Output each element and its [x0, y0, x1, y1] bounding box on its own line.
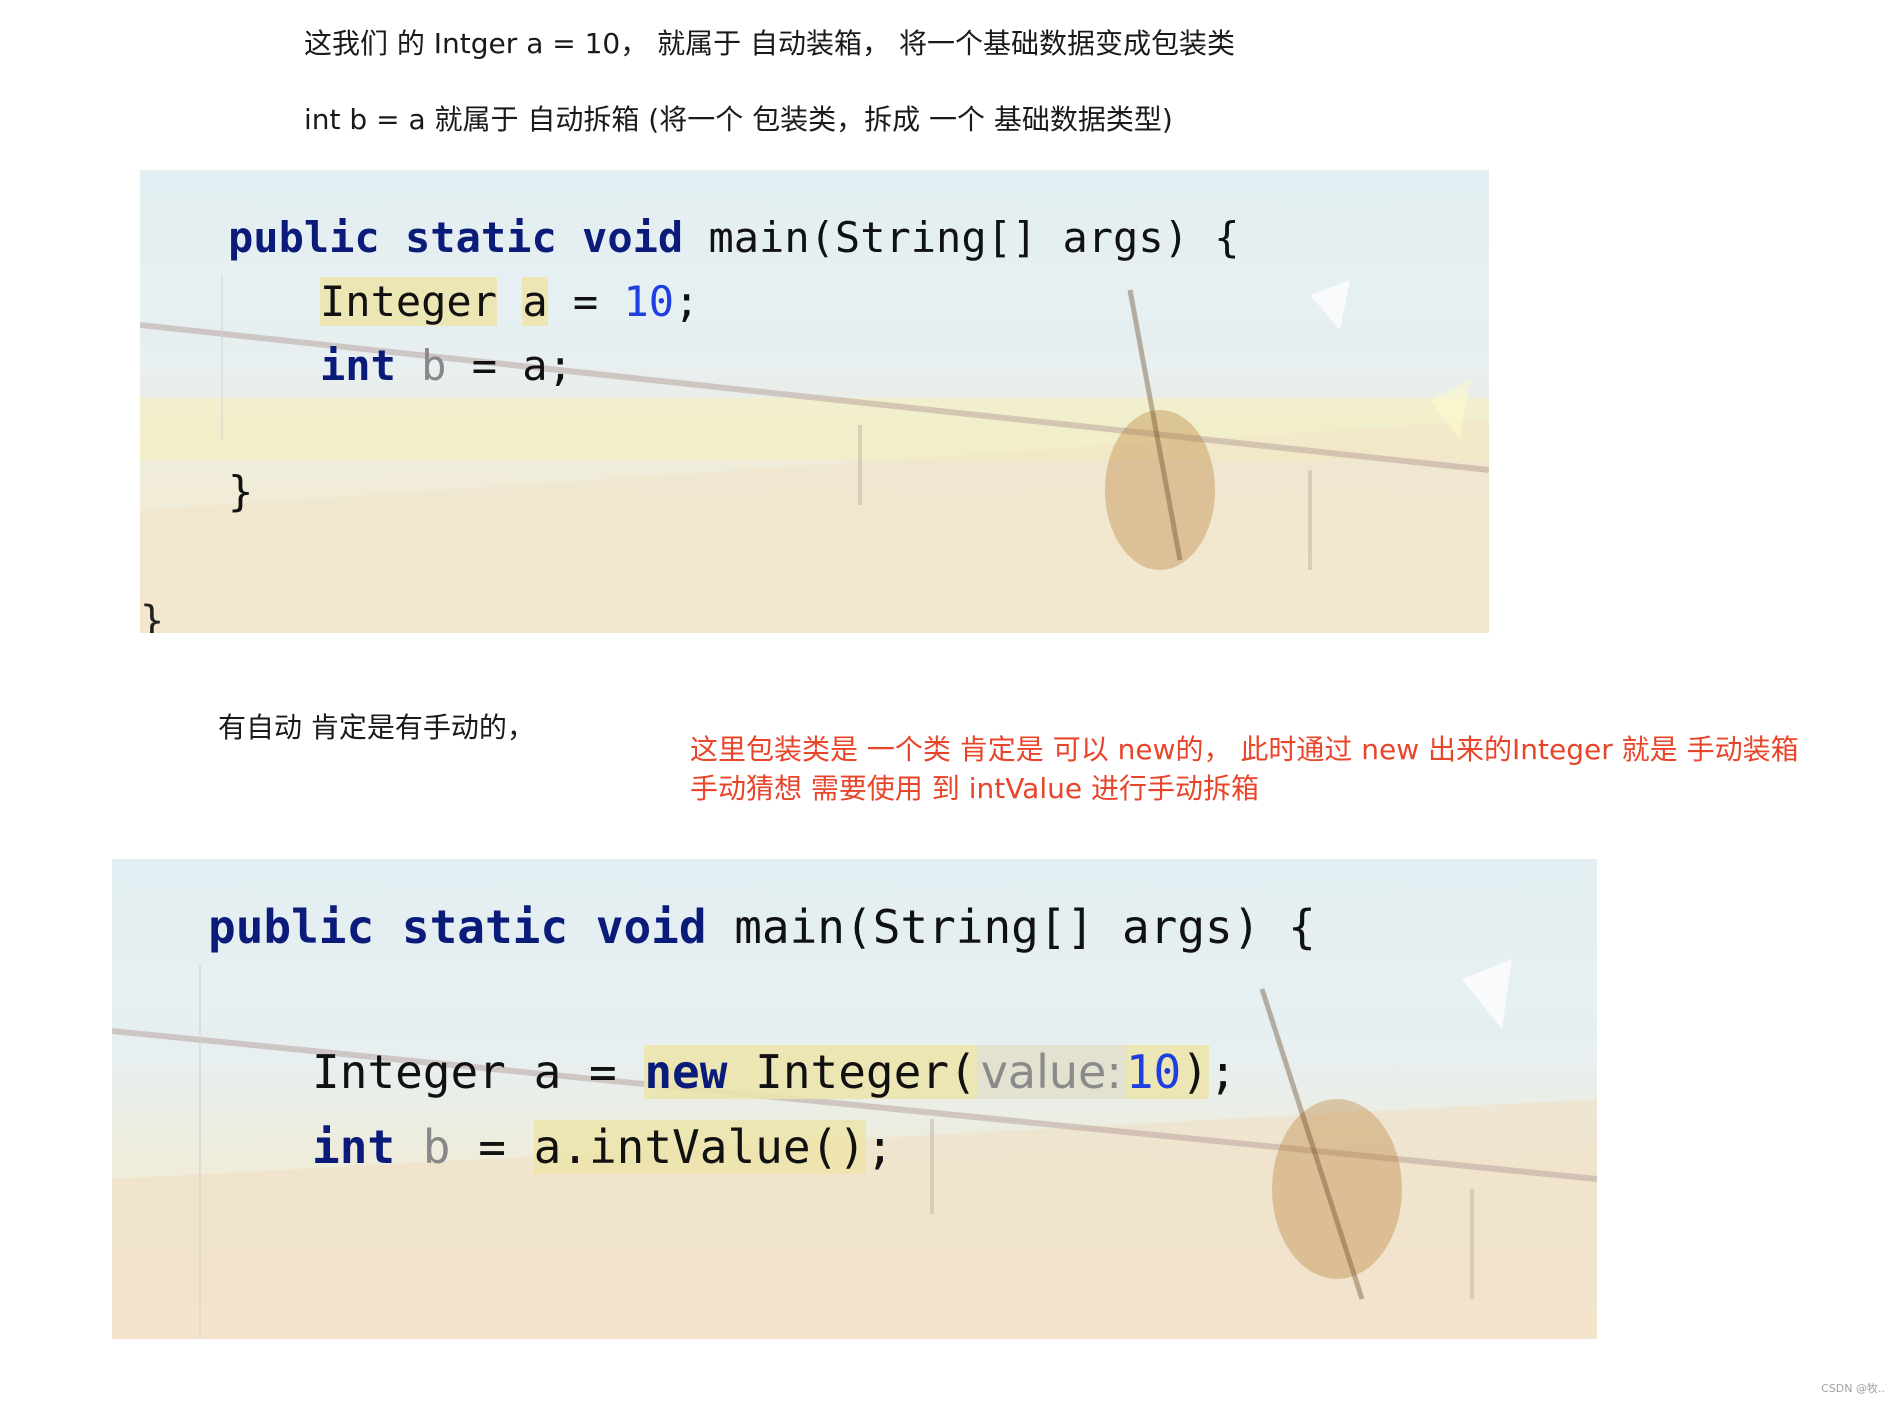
- constructor-call: Integer(: [727, 1045, 977, 1099]
- semicolon: ;: [674, 277, 700, 326]
- method-signature: main(String[] args) {: [683, 213, 1240, 262]
- code-brace-close-class: }: [140, 598, 165, 633]
- note-autounboxing: int b = a 就属于 自动拆箱 (将一个 包装类，拆成 一个 基础数据类型…: [304, 103, 1173, 136]
- code-screenshot-autoboxing: public static void main(String[] args) {…: [140, 170, 1489, 633]
- note-manual: 有自动 肯定是有手动的，: [218, 711, 535, 744]
- param-hint-value: value:: [976, 1045, 1126, 1099]
- assign-op: =: [450, 1120, 534, 1174]
- new-integer-expression: new Integer(value:10): [644, 1045, 1209, 1099]
- var-a: a: [522, 277, 548, 326]
- var-a-assign: a =: [505, 1045, 645, 1099]
- intvalue-call: a.intValue(): [533, 1120, 866, 1174]
- red-annotation-2: 手动猜想 需要使用 到 intValue 进行手动拆箱: [690, 772, 1259, 805]
- code-line-int-b: int b = a;: [320, 338, 573, 394]
- semicolon: ;: [865, 1120, 894, 1174]
- keyword-int: int: [320, 341, 396, 390]
- code-line-new-integer: Integer a = new Integer(value:10);: [312, 1042, 1237, 1102]
- code-line-integer-a: Integer a = 10;: [320, 274, 699, 330]
- code-line-main-signature: public static void main(String[] args) {: [208, 897, 1316, 957]
- var-b: b: [421, 341, 447, 390]
- keyword-void: void: [595, 900, 707, 954]
- literal-10: 10: [623, 277, 675, 326]
- close-paren: ): [1181, 1045, 1209, 1099]
- code-screenshot-manual-boxing: public static void main(String[] args) {…: [112, 859, 1597, 1339]
- red-annotation-1: 这里包装类是 一个类 肯定是 可以 new的， 此时通过 new 出来的Inte…: [690, 733, 1799, 766]
- assign-a: = a;: [446, 341, 573, 390]
- literal-10: 10: [1125, 1045, 1182, 1099]
- keyword-new: new: [644, 1045, 728, 1099]
- note-autoboxing: 这我们 的 Intger a = 10， 就属于 自动装箱， 将一个基础数据变成…: [304, 27, 1235, 60]
- var-b: b: [422, 1120, 451, 1174]
- keyword-void: void: [582, 213, 684, 262]
- method-signature: main(String[] args) {: [706, 900, 1316, 954]
- keyword-public: public: [228, 213, 380, 262]
- keyword-int: int: [312, 1120, 396, 1174]
- violin-background-image: [112, 959, 1597, 1339]
- code-line-main-signature: public static void main(String[] args) {: [228, 210, 1239, 266]
- keyword-public: public: [208, 900, 375, 954]
- type-integer: Integer: [312, 1045, 506, 1099]
- keyword-static: static: [405, 213, 557, 262]
- violin-background-image: [140, 275, 1489, 633]
- type-integer: Integer: [320, 277, 498, 326]
- csdn-watermark: CSDN @牧..: [1821, 1382, 1885, 1395]
- assign-op: =: [547, 277, 624, 326]
- keyword-static: static: [401, 900, 569, 954]
- code-brace-close-method: }: [228, 467, 254, 516]
- code-line-int-value: int b = a.intValue();: [312, 1117, 894, 1177]
- semicolon: ;: [1208, 1045, 1237, 1099]
